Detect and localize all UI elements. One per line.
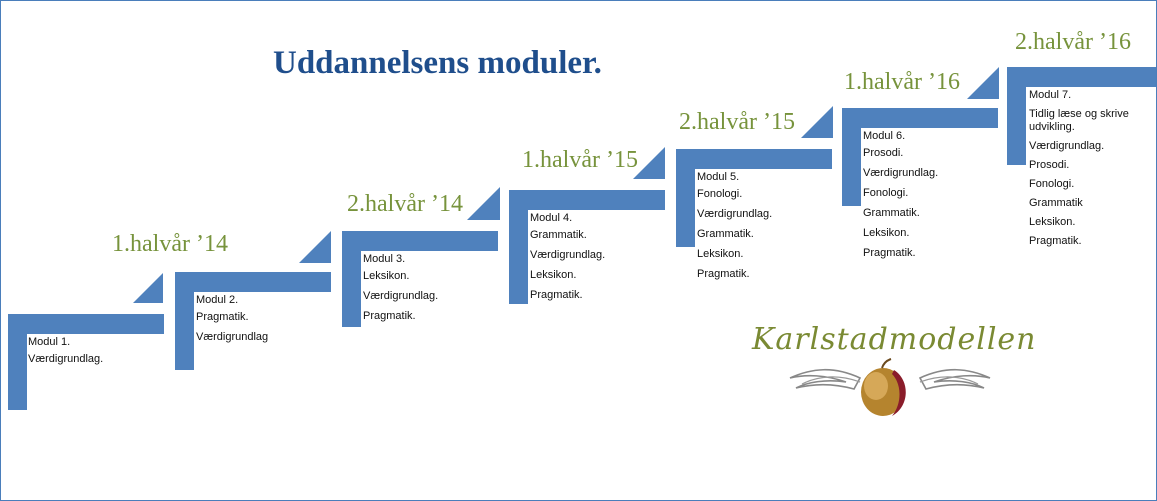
topic: Pragmatik.: [863, 247, 916, 259]
module-2-topics: Modul 2. Pragmatik. Værdigrundlag: [196, 294, 268, 351]
step-arrow-icon: [299, 231, 331, 263]
step-module-4: Modul 4. Grammatik. Værdigrundlag. Leksi…: [509, 190, 669, 304]
topic: Grammatik.: [697, 228, 754, 240]
module-3-topics: Modul 3. Leksikon. Værdigrundlag. Pragma…: [363, 253, 438, 330]
topic: Modul 1.: [28, 336, 71, 348]
topic: Værdigrundlag.: [530, 249, 606, 261]
step-bar-side: [842, 108, 861, 206]
step-module-1: Modul 1. Værdigrundlag.: [8, 314, 168, 410]
period-label-7: 2.halvår ’16: [1015, 29, 1131, 55]
module-4-topics: Modul 4. Grammatik. Værdigrundlag. Leksi…: [530, 212, 605, 309]
step-arrow-icon: [633, 147, 665, 179]
step-bar-side: [676, 149, 695, 247]
topic: Pragmatik.: [1029, 235, 1082, 247]
step-bar-top: [8, 314, 164, 334]
topic: Pragmatik.: [697, 268, 750, 280]
topic: Pragmatik.: [196, 311, 249, 323]
topic: Værdigrundlag.: [363, 290, 439, 302]
step-bar-side: [509, 190, 528, 304]
topic: Leksikon.: [530, 269, 577, 281]
step-bar-side: [175, 272, 194, 370]
karlstadmodellen-logo: Karlstadmodellen: [742, 316, 1038, 421]
step-bar-side: [342, 231, 361, 327]
step-arrow-icon: [801, 106, 833, 138]
step-arrow-icon: [967, 67, 999, 99]
topic: Pragmatik.: [363, 310, 416, 322]
period-label-5: 2.halvår ’15: [679, 109, 795, 135]
step-arrow-icon: [467, 187, 500, 220]
winged-apple-icon: [789, 358, 991, 416]
step-bar-side: [8, 314, 27, 410]
topic: Værdigrundlag.: [863, 167, 939, 179]
module-6-topics: Modul 6. Prosodi. Værdigrundlag. Fonolog…: [863, 130, 938, 267]
topic: Værdigrundlag: [196, 331, 269, 343]
logo-wordmark: Karlstadmodellen: [752, 322, 1037, 357]
topic: Grammatik: [1029, 197, 1083, 209]
step-bar-top: [676, 149, 832, 169]
period-label-6: 1.halvår ’16: [844, 69, 960, 95]
topic: Modul 5.: [697, 171, 740, 183]
topic: Fonologi.: [697, 188, 743, 200]
step-bar-top: [342, 231, 498, 251]
step-module-7: Modul 7. Tidlig læse og skrive udvikling…: [1007, 67, 1156, 247]
step-bar-side: [1007, 67, 1026, 165]
topic: Modul 7.: [1029, 89, 1072, 101]
topic: Prosodi.: [863, 147, 904, 159]
topic: Fonologi.: [863, 187, 909, 199]
topic: Leksikon.: [363, 270, 410, 282]
topic: Modul 3.: [363, 253, 406, 265]
page-title: Uddannelsens moduler.: [273, 45, 602, 81]
topic: Grammatik.: [530, 229, 587, 241]
step-bar-top: [175, 272, 331, 292]
module-1-topics: Modul 1. Værdigrundlag.: [28, 336, 103, 373]
topic: Leksikon.: [863, 227, 910, 239]
period-label-2: 1.halvår ’14: [112, 231, 228, 257]
topic: Leksikon.: [1029, 216, 1076, 228]
topic: Modul 6.: [863, 130, 906, 142]
step-module-2: Modul 2. Pragmatik. Værdigrundlag: [175, 272, 335, 370]
period-label-3: 2.halvår ’14: [347, 191, 463, 217]
step-module-6: Modul 6. Prosodi. Værdigrundlag. Fonolog…: [842, 108, 1002, 259]
module-5-topics: Modul 5. Fonologi. Værdigrundlag. Gramma…: [697, 171, 772, 288]
step-bar-top: [1007, 67, 1156, 87]
step-bar-top: [509, 190, 665, 210]
topic: Grammatik.: [863, 207, 920, 219]
period-label-4: 1.halvår ’15: [522, 147, 638, 173]
step-bar-top: [842, 108, 998, 128]
topic: Tidlig læse og skrive udvikling.: [1029, 108, 1129, 133]
topic: Værdigrundlag.: [28, 353, 104, 365]
topic: Modul 2.: [196, 294, 239, 306]
topic: Værdigrundlag.: [697, 208, 773, 220]
module-7-topics: Modul 7. Tidlig læse og skrive udvikling…: [1029, 89, 1147, 254]
topic: Modul 4.: [530, 212, 573, 224]
step-module-5: Modul 5. Fonologi. Værdigrundlag. Gramma…: [676, 149, 836, 280]
step-module-3: Modul 3. Leksikon. Værdigrundlag. Pragma…: [342, 231, 502, 327]
step-arrow-icon: [133, 273, 163, 303]
topic: Pragmatik.: [530, 289, 583, 301]
topic: Prosodi.: [1029, 159, 1070, 171]
topic: Fonologi.: [1029, 178, 1075, 190]
topic: Værdigrundlag.: [1029, 140, 1105, 152]
topic: Leksikon.: [697, 248, 744, 260]
